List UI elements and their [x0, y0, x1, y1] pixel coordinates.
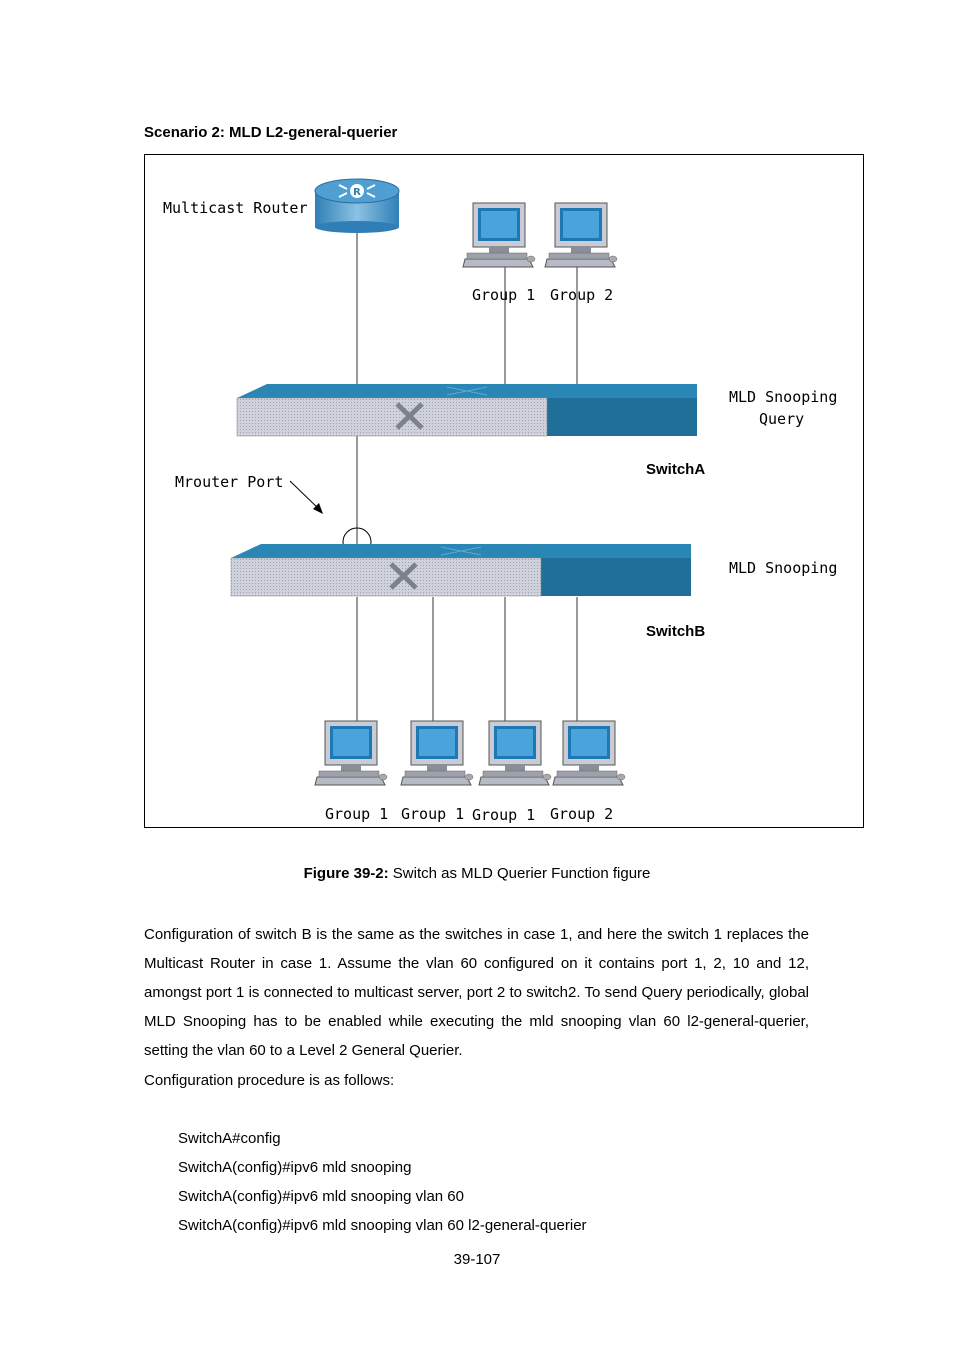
body-paragraph-text: Configuration of switch B is the same as…: [144, 926, 809, 1059]
figure-caption-text: Switch as MLD Querier Function figure: [388, 865, 651, 882]
bottom-host-label-2: Group 1: [401, 805, 464, 823]
mrouter-port-label: Mrouter Port: [175, 473, 283, 491]
top-host-label-2: Group 2: [550, 286, 613, 304]
router-badge: R: [353, 187, 361, 198]
mrouter-port-arrow-icon: [289, 480, 323, 514]
switch-a-name: SwitchA: [646, 461, 705, 478]
procedure-intro: Configuration procedure is as follows:: [144, 1072, 395, 1089]
bottom-host-1-icon: [314, 720, 388, 786]
figure-caption-label: Figure 39-2:: [303, 865, 389, 882]
top-host-label-1: Group 1: [472, 286, 535, 304]
switch-a-icon: [237, 384, 697, 436]
bottom-host-label-1: Group 1: [325, 805, 388, 823]
command-list: SwitchA#config SwitchA(config)#ipv6 mld …: [178, 1124, 587, 1240]
switch-a-role-line2: Query: [759, 410, 804, 428]
bottom-host-2-icon: [400, 720, 474, 786]
top-host-group1-icon: [462, 202, 536, 268]
network-diagram: R Multicast Router Group 1 Group 2 MLD S…: [144, 154, 864, 828]
scenario-heading: Scenario 2: MLD L2-general-querier: [144, 124, 398, 141]
bottom-host-label-3: Group 1: [472, 806, 535, 824]
command-line: SwitchA(config)#ipv6 mld snooping vlan 6…: [178, 1188, 464, 1205]
bottom-host-label-4: Group 2: [550, 805, 613, 823]
diagram-canvas: R Multicast Router Group 1 Group 2 MLD S…: [163, 178, 837, 824]
command-line: SwitchA(config)#ipv6 mld snooping: [178, 1159, 412, 1176]
switch-a-role-line1: MLD Snooping: [729, 388, 837, 406]
top-host-group2-icon: [544, 202, 618, 268]
switch-b-icon: [231, 544, 691, 596]
command-line: SwitchA(config)#ipv6 mld snooping vlan 6…: [178, 1217, 587, 1234]
switch-b-role: MLD Snooping: [729, 559, 837, 577]
command-line: SwitchA#config: [178, 1130, 281, 1147]
bottom-host-4-icon: [552, 720, 626, 786]
figure-caption: Figure 39-2: Switch as MLD Querier Funct…: [0, 865, 954, 882]
page-number: 39-107: [453, 1251, 501, 1268]
multicast-router-icon: R: [314, 178, 400, 233]
multicast-router-label: Multicast Router: [163, 199, 308, 217]
switch-b-name: SwitchB: [646, 623, 705, 640]
bottom-host-3-icon: [478, 720, 552, 786]
body-paragraph: Configuration of switch B is the same as…: [144, 920, 809, 1065]
